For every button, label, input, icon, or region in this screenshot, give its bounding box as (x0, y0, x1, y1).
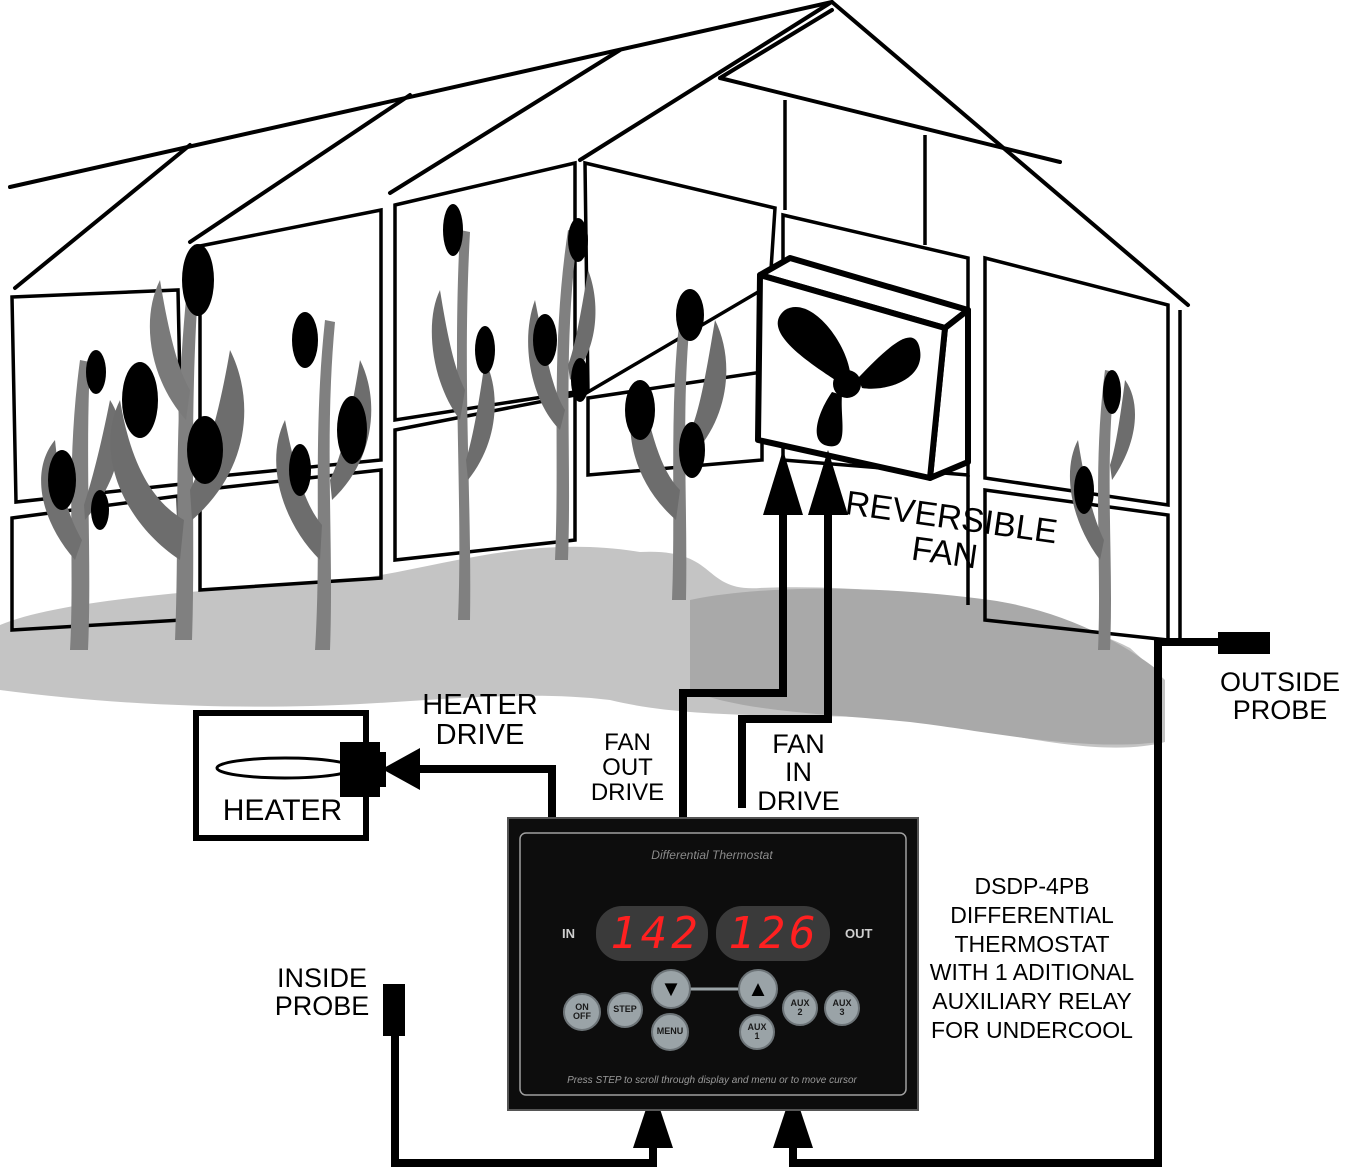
outside-probe-line-2: PROBE (1205, 696, 1345, 724)
product-line-3: THERMOSTAT (912, 930, 1152, 959)
heater-label: HEATER (200, 795, 365, 827)
menu-button[interactable]: MENU (651, 1013, 689, 1051)
outside-probe-line-1: OUTSIDE (1205, 668, 1345, 696)
fan-out-drive-line-2: OUT (580, 755, 675, 780)
inside-probe-line-1: INSIDE (262, 964, 382, 992)
down-button[interactable]: ▼ (651, 969, 691, 1009)
inside-temperature-display: 142 (606, 906, 706, 961)
aux-2-line-2: 2 (790, 1008, 809, 1017)
on-off-line-2: OFF (573, 1012, 591, 1021)
reversible-fan (758, 258, 968, 478)
fan-in-drive-line-3: DRIVE (746, 787, 851, 815)
product-line-6: FOR UNDERCOOL (912, 1016, 1152, 1045)
heater-drive-line-2: DRIVE (400, 720, 560, 750)
heater-drive-label: HEATER DRIVE (400, 690, 560, 751)
product-line-1: DSDP-4PB (912, 872, 1152, 901)
panel-title: Differential Thermostat (512, 848, 912, 862)
aux-1-line-2: 1 (747, 1032, 766, 1041)
fan-in-drive-label: FAN IN DRIVE (746, 730, 851, 815)
triangle-up-icon: ▲ (747, 976, 769, 1002)
up-button[interactable]: ▲ (738, 969, 778, 1009)
fan-out-drive-label: FAN OUT DRIVE (580, 730, 675, 806)
step-button[interactable]: STEP (607, 992, 643, 1028)
fan-in-drive-line-2: IN (746, 758, 851, 786)
heater-drive-line-1: HEATER (400, 690, 560, 720)
fan-out-drive-line-1: FAN (580, 730, 675, 755)
inside-probe-label: INSIDE PROBE (262, 964, 382, 1021)
fan-in-drive-line-1: FAN (746, 730, 851, 758)
outside-temperature-display: 126 (724, 906, 824, 961)
aux-3-line-2: 3 (832, 1008, 851, 1017)
inside-probe-icon (383, 984, 405, 1036)
product-line-2: DIFFERENTIAL (912, 901, 1152, 930)
triangle-down-icon: ▼ (660, 976, 682, 1002)
outside-probe-label: OUTSIDE PROBE (1205, 668, 1345, 725)
panel-footer-hint: Press STEP to scroll through display and… (512, 1075, 912, 1086)
panel-in-label: IN (562, 926, 575, 941)
inside-probe-line-2: PROBE (262, 992, 382, 1020)
product-line-4: WITH 1 ADITIONAL (912, 958, 1152, 987)
panel-out-label: OUT (845, 926, 872, 941)
product-line-5: AUXILIARY RELAY (912, 987, 1152, 1016)
fan-out-drive-line-3: DRIVE (580, 780, 675, 805)
product-description: DSDP-4PB DIFFERENTIAL THERMOSTAT WITH 1 … (912, 872, 1152, 1045)
outside-probe-icon (1218, 632, 1270, 654)
